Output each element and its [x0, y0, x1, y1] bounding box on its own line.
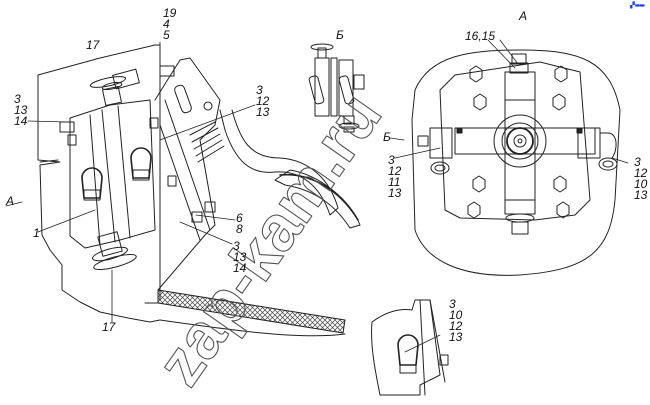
bellows	[189, 121, 225, 163]
handle-bottom	[92, 231, 137, 270]
callout-number: 13	[634, 188, 648, 202]
view-b-title: Б	[336, 28, 344, 42]
handle-top	[89, 68, 140, 106]
callout-number: 3	[388, 153, 395, 167]
callout-number: 3	[634, 155, 641, 169]
panel-outline	[37, 74, 161, 323]
callout-3-13-14-left: 3 13 14	[14, 92, 28, 128]
callout-number: 3	[233, 239, 240, 253]
valve-body	[69, 99, 156, 249]
callout-number: 10	[634, 177, 648, 191]
callout-number: 13	[256, 105, 270, 119]
bracket	[154, 57, 221, 291]
callout-number: 12	[634, 166, 648, 180]
callout-3-13-14-right: 3 13 14	[233, 239, 247, 275]
fitting-left	[81, 167, 103, 201]
callout-3-12-13-mid: 3 12 13	[256, 83, 270, 119]
callout-number: 6	[236, 211, 243, 225]
callout-number: 5	[163, 28, 170, 42]
callout-3-10-12-13: 3 10 12 13	[449, 297, 463, 344]
view-a-flange	[439, 61, 591, 221]
fitting-center	[130, 147, 152, 181]
callout-number: 3	[256, 83, 263, 97]
callout-3-12-11-13: 3 12 11 13	[388, 153, 402, 200]
watermark: zap-kam.ru	[142, 80, 395, 398]
callout-number: 10	[449, 308, 463, 322]
view-b-arrow-label: Б	[383, 130, 391, 144]
callout-number: 11	[388, 175, 401, 189]
callout-number: 3	[14, 92, 21, 106]
flange-bolts	[467, 65, 570, 219]
callout-number: 4	[163, 17, 170, 31]
floor-mat	[144, 289, 346, 334]
callout-6-8: 6 8	[236, 211, 243, 236]
view-arrow-a-label: А	[6, 194, 15, 208]
callout-number: 14	[233, 261, 247, 275]
callout-16-15: 16,15	[465, 29, 496, 43]
view-b	[308, 43, 365, 133]
callout-number: 12	[449, 319, 463, 333]
pedal-arm	[219, 109, 339, 216]
corner-mark-icon: ▞ ▬▬	[630, 2, 645, 9]
callout-17-top: 17	[86, 38, 100, 52]
view-a	[411, 49, 621, 276]
callout-number: 13	[449, 330, 463, 344]
callout-number: 13	[14, 103, 28, 117]
callout-17-bottom: 17	[102, 320, 116, 334]
leader-lines	[5, 39, 629, 353]
callout-number: 12	[256, 94, 270, 108]
callout-number: 12	[388, 164, 402, 178]
callout-3-12-10-13: 3 12 10 13	[634, 155, 648, 202]
callout-number: 8	[236, 222, 243, 236]
callout-19-4-5: 19 4 5	[163, 6, 177, 42]
callout-1: 1	[33, 226, 40, 240]
callout-number: 13	[233, 250, 247, 264]
callout-number: 19	[163, 6, 177, 20]
callout-number: 13	[388, 186, 402, 200]
callout-number: 14	[14, 114, 28, 128]
callout-number: 3	[449, 297, 456, 311]
view-a-outer-contour	[411, 49, 621, 276]
main-view	[37, 44, 361, 337]
detail-view	[371, 299, 449, 396]
view-a-title: А	[519, 9, 528, 23]
